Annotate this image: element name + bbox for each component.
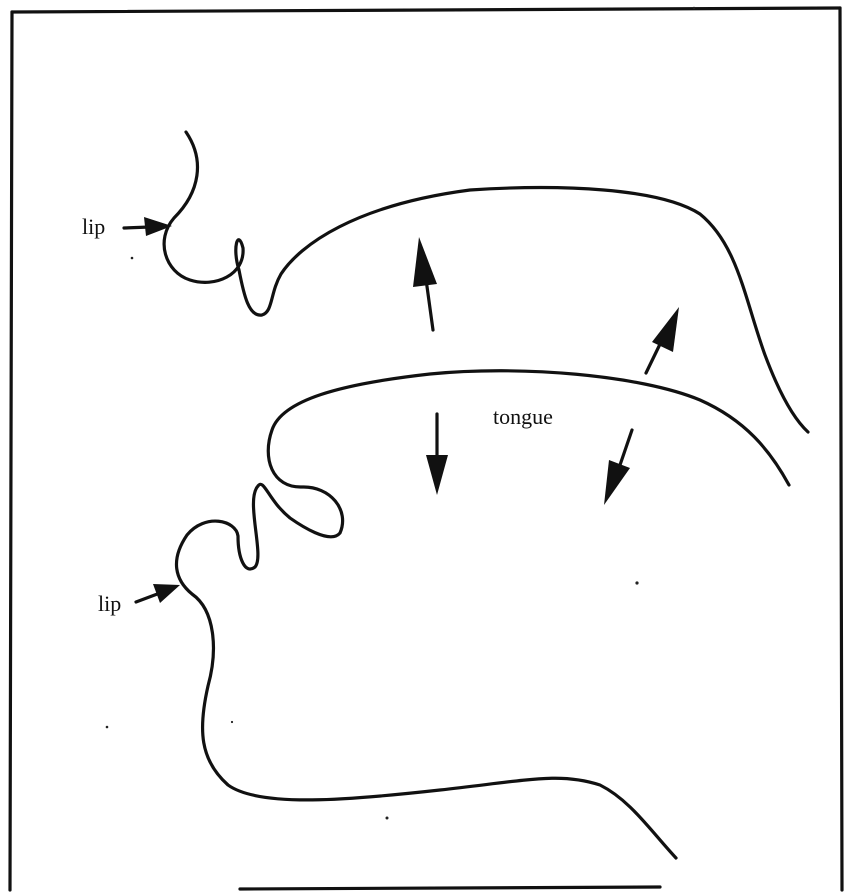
- lower-vocal-tract-outline: [176, 371, 789, 858]
- arrow-up-back: [646, 307, 679, 373]
- upper-lip-label: lip: [82, 214, 105, 239]
- arrow-lower-lip-pointer: [136, 584, 180, 603]
- arrow-down-back: [604, 430, 632, 505]
- frame-top-edge: [12, 8, 840, 12]
- diagram-frame: [10, 8, 842, 890]
- lower-lip-label: lip: [98, 591, 121, 616]
- frame-bottom-edge: [240, 887, 660, 889]
- frame-left-edge: [10, 12, 12, 890]
- scan-specks: [106, 7, 696, 820]
- arrow-down-front: [426, 414, 448, 495]
- arrow-up-front: [413, 237, 437, 330]
- frame-right-edge: [840, 8, 842, 890]
- upper-vocal-tract-outline: [164, 132, 808, 432]
- tongue-label: tongue: [493, 404, 553, 429]
